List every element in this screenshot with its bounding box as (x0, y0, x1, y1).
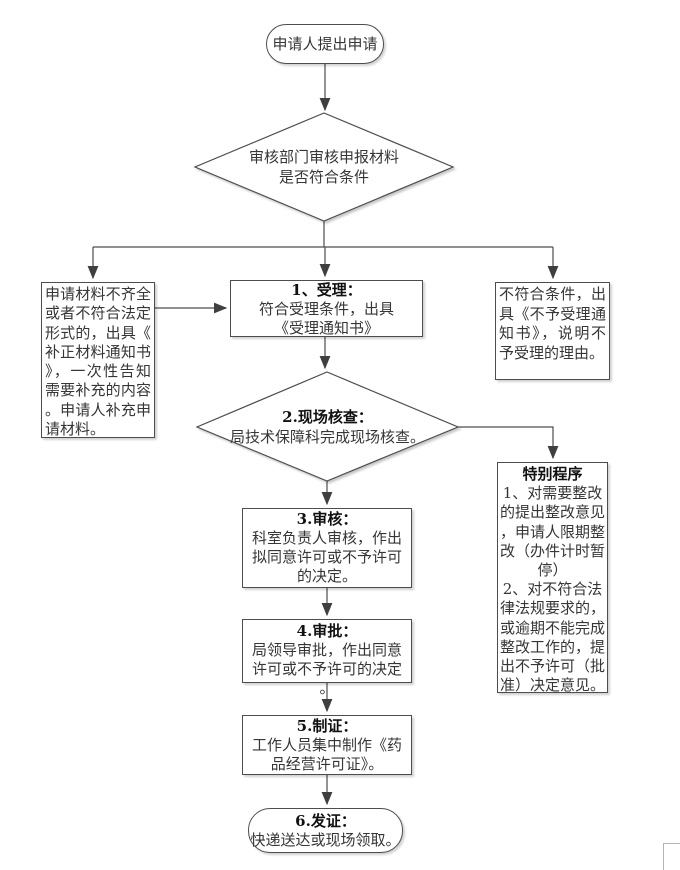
decision-site-check-body: 局技术保障科完成现场核查。 (229, 428, 425, 446)
approve-node-body: 局领导审批，作出同意许可或不予许可的决定。 (251, 641, 402, 697)
cert-node-body: 工作人员集中制作《药品经营许可证》。 (251, 736, 402, 773)
start-node-label: 申请人提出申请 (272, 34, 378, 53)
connector-sitecheck-to-special (458, 426, 559, 460)
review-node-body: 科室负责人审核，作出拟同意许可或不予许可的决定。 (251, 529, 402, 585)
start-node: 申请人提出申请 (266, 24, 384, 64)
decision-review-label: 审核部门审核申报材料 是否符合条件 (195, 147, 453, 187)
decision-review-line1: 审核部门审核申报材料 (248, 148, 399, 166)
end-node-body: 快递送达或现场领取。 (250, 830, 401, 849)
decision-site-check-label: 2.现场核查： 局技术保障科完成现场核查。 (197, 407, 458, 447)
special-procedure-item1: 1、对需要整改的提出整改意见，申请人限期整改（办件计时暂停） (500, 484, 606, 580)
cert-node: 5.制证： 工作人员集中制作《药品经营许可证》。 (242, 715, 412, 775)
decision-site-check-diamond (195, 371, 460, 482)
decision-review-diamond (193, 112, 455, 222)
special-procedure-item2: 2、对不符合法律法规要求的，或逾期不能完成整改工作的，提出不予许可（批准）决定意… (500, 580, 606, 695)
end-node-title: 6.发证： (295, 811, 356, 830)
supplement-node-text: 申请材料不齐全或者不符合法定形式的，出具《补正材料通知书》，一次性告知需要补充的… (45, 285, 151, 439)
accept-node: 1、受理： 符合受理条件，出具 《受理通知书》 (230, 280, 423, 337)
accept-node-title: 1、受理： (291, 281, 362, 299)
end-node: 6.发证： 快递送达或现场领取。 (248, 808, 403, 853)
special-procedure-title: 特别程序 (522, 465, 583, 483)
approve-node-title: 4.审批： (296, 622, 358, 640)
decision-site-check-title: 2.现场核查： (282, 408, 373, 426)
reject-node-text: 不符合条件，出具《不予受理通知书》，说明不予受理的理由。 (499, 285, 606, 362)
approve-node: 4.审批： 局领导审批，作出同意许可或不予许可的决定。 (242, 619, 412, 697)
review-node-title: 3.审核： (296, 510, 358, 528)
reject-node: 不符合条件，出具《不予受理通知书》，说明不予受理的理由。 (495, 282, 610, 380)
supplement-node: 申请材料不齐全或者不符合法定形式的，出具《补正材料通知书》，一次性告知需要补充的… (41, 282, 155, 438)
accept-node-body-line1: 符合受理条件，出具 (258, 300, 394, 318)
next-page-corner (663, 843, 680, 870)
special-procedure-node: 特别程序 1、对需要整改的提出整改意见，申请人限期整改（办件计时暂停） 2、对不… (497, 462, 608, 695)
review-node: 3.审核： 科室负责人审核，作出拟同意许可或不予许可的决定。 (242, 508, 412, 588)
cert-node-title: 5.制证： (296, 717, 358, 735)
accept-node-body-line2: 《受理通知书》 (273, 319, 379, 337)
decision-review-line2: 是否符合条件 (278, 168, 369, 186)
